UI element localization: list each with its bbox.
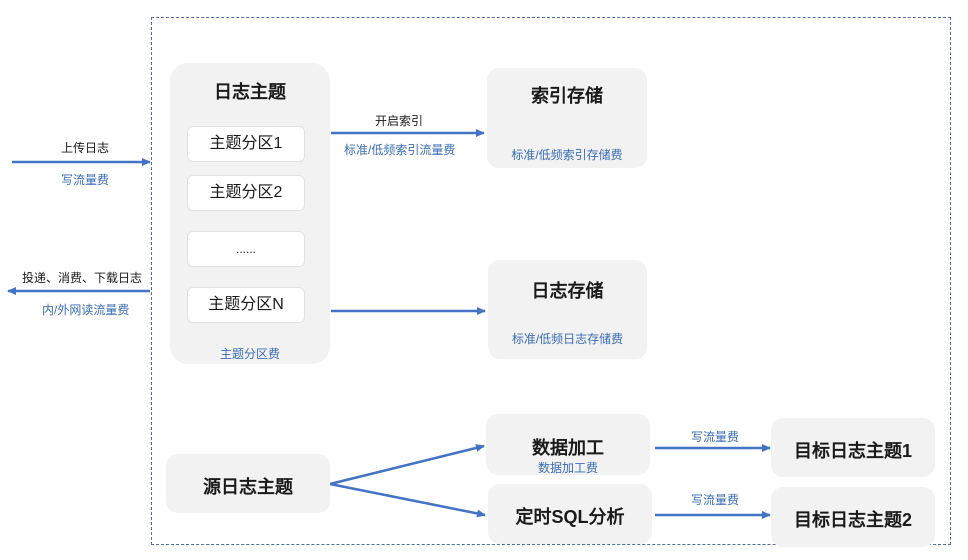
source-topic-title: 源日志主题 [203, 477, 293, 497]
target-topic-2-node: 目标日志主题2 [771, 487, 935, 547]
index-traffic-fee: 标准/低频索引流量费 [344, 143, 456, 157]
upload-fee: 写流量费 [61, 173, 110, 187]
write-fee-1: 写流量费 [691, 430, 740, 444]
scheduled-sql-title: 定时SQL分析 [515, 507, 625, 527]
data-processing-title: 数据加工 [532, 438, 604, 458]
target-topic-1-title: 目标日志主题1 [793, 441, 912, 461]
log-topic-node: 日志主题 主题分区1 主题分区2 ...... 主题分区N 主题分区费 [170, 63, 330, 364]
log-topic-title: 日志主题 [214, 82, 286, 102]
write-fee-2: 写流量费 [691, 493, 740, 507]
index-storage-fee: 标准/低频索引存储费 [511, 148, 623, 162]
log-storage-title: 日志存储 [531, 281, 604, 301]
consume-fee: 内/外网读流量费 [42, 303, 130, 317]
log-storage-node: 日志存储 标准/低频日志存储费 [488, 260, 647, 359]
consume-label: 投递、消费、下载日志 [22, 271, 143, 285]
source-to-sql-arrow [329, 482, 486, 518]
enable-index-label: 开启索引 [375, 114, 424, 128]
index-storage-title: 索引存储 [531, 86, 603, 106]
data-processing-node: 数据加工 数据加工费 [486, 414, 650, 475]
partition-fee: 主题分区费 [219, 347, 280, 361]
partition-ellipsis: ...... [187, 231, 305, 267]
partition-1: 主题分区1 [187, 126, 305, 162]
source-topic-node: 源日志主题 [166, 454, 330, 513]
partition-2: 主题分区2 [187, 175, 305, 211]
scheduled-sql-node: 定时SQL分析 [488, 484, 652, 544]
upload-label: 上传日志 [61, 141, 110, 155]
service-boundary [151, 17, 951, 545]
target-topic-1-node: 目标日志主题1 [771, 418, 935, 477]
target-topic-2-title: 目标日志主题2 [793, 510, 912, 530]
source-to-processing-arrow [329, 444, 485, 486]
partition-n: 主题分区N [187, 287, 305, 323]
data-processing-fee: 数据加工费 [537, 461, 598, 475]
index-storage-node: 索引存储 标准/低频索引存储费 [487, 68, 647, 168]
log-storage-fee: 标准/低频日志存储费 [511, 332, 624, 346]
